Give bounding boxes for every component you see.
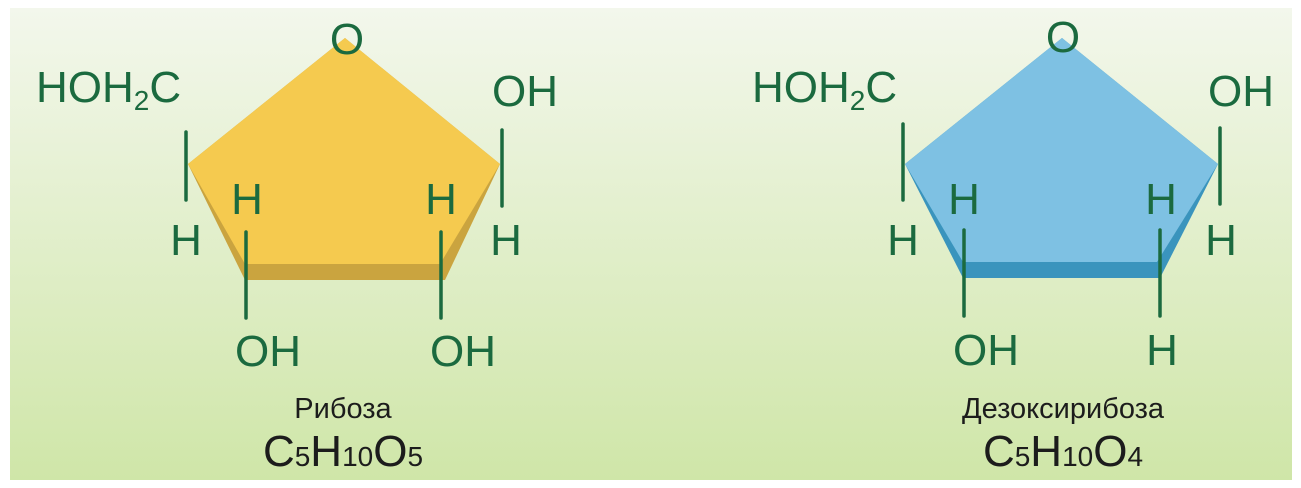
deoxyribose-c2-h-bottom: H: [1146, 326, 1178, 375]
deoxyribose-formula: C5H10O4: [983, 427, 1143, 476]
ribose-ring-face: [188, 38, 500, 264]
deoxyribose-c1-oh: OH: [1208, 67, 1274, 116]
deoxyribose-c4-h: H: [887, 216, 919, 265]
ribose-c2-oh: OH: [430, 327, 496, 376]
ribose-hoh2c-label: HOH2C: [36, 63, 181, 116]
ribose-c2-h: H: [425, 175, 457, 224]
deoxyribose-c2-h: H: [1145, 175, 1177, 224]
ribose-structure: O HOH2C OH H H H H OH OH Рибоза C5H10O5: [36, 15, 558, 476]
ribose-formula: C5H10O5: [263, 427, 423, 476]
ribose-c1-oh: OH: [492, 67, 558, 116]
ribose-c4-h: H: [170, 216, 202, 265]
deoxyribose-structure: O HOH2C OH H H H H OH H Дезоксирибоза C5…: [752, 13, 1274, 476]
ribose-c1-h: H: [490, 216, 522, 265]
deoxyribose-c3-h: H: [948, 175, 980, 224]
ribose-ring-oxygen: O: [330, 15, 364, 64]
ribose-c3-h: H: [231, 175, 263, 224]
ribose-c3-oh: OH: [235, 327, 301, 376]
ribose-name: Рибоза: [294, 393, 392, 425]
deoxyribose-ring-face: [905, 38, 1218, 262]
deoxyribose-hoh2c-label: HOH2C: [752, 63, 897, 116]
deoxyribose-c1-h: H: [1205, 216, 1237, 265]
deoxyribose-c3-oh: OH: [953, 326, 1019, 375]
deoxyribose-ring-oxygen: O: [1046, 13, 1080, 62]
deoxyribose-name: Дезоксирибоза: [962, 393, 1165, 425]
